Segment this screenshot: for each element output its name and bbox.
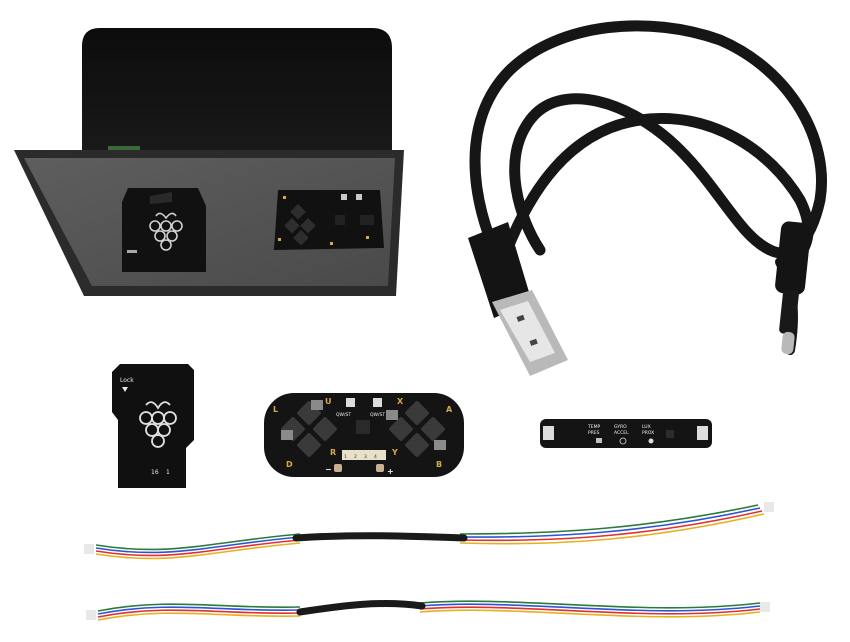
sd-class-marking: 1 bbox=[166, 469, 170, 476]
switch-number-1: 1 bbox=[344, 454, 347, 460]
sd-lock-label: Lock bbox=[120, 377, 134, 384]
letter-l: L bbox=[273, 405, 278, 414]
switch-number-4: 4 bbox=[374, 454, 377, 460]
display-unit bbox=[14, 28, 404, 296]
left-dpad bbox=[281, 400, 337, 457]
display-green-strip bbox=[108, 146, 140, 150]
sensor-connector-left bbox=[543, 426, 554, 440]
volume-down-button bbox=[334, 464, 342, 472]
gyro-icon bbox=[619, 437, 627, 445]
qwst-label-right: QW/ST bbox=[370, 412, 385, 418]
usb-c-plug bbox=[775, 221, 811, 355]
mounted-sd-card bbox=[122, 188, 206, 272]
usb-cable-loop-inner bbox=[499, 113, 814, 271]
top-cable-plug-left bbox=[84, 544, 94, 554]
letter-d: D bbox=[286, 460, 293, 469]
sensor-label-temp: TEMP bbox=[587, 424, 600, 430]
display-back-panel bbox=[82, 28, 392, 160]
sensor-label-prox: PROX bbox=[642, 430, 654, 436]
bottom-cable-plug-right bbox=[760, 602, 770, 612]
bottom-cable-sheath bbox=[296, 600, 426, 616]
usb-a-plug bbox=[468, 222, 568, 376]
right-buttons bbox=[386, 401, 446, 457]
sensor-connector-right bbox=[697, 426, 708, 440]
sensor-label-lux: LUX bbox=[642, 424, 651, 430]
controller-board: QW/ST QW/ST 1 2 3 4 − + L U D R X A B Y bbox=[264, 393, 464, 477]
sensor-label-accel: ACCEL bbox=[614, 430, 629, 436]
letter-u: U bbox=[325, 397, 332, 406]
volume-up-button bbox=[376, 464, 384, 472]
micro-sd-card: Lock 16 1 bbox=[112, 364, 194, 488]
sensor-label-gyro: GYRO bbox=[614, 424, 627, 430]
sd-raspberry-pi-logo bbox=[139, 401, 177, 448]
sd-capacity-marking: 16 bbox=[151, 469, 159, 476]
qwst-label-left: QW/ST bbox=[336, 412, 351, 418]
volume-minus-sign: − bbox=[325, 465, 332, 474]
qwst-connector-right bbox=[373, 398, 382, 407]
usb-cable-loop-outer bbox=[469, 20, 827, 268]
mounted-controller bbox=[274, 190, 384, 250]
letter-x: X bbox=[397, 397, 404, 406]
switch-number-2: 2 bbox=[354, 454, 357, 460]
top-cable-sheath bbox=[292, 532, 468, 542]
address-dip-switch bbox=[342, 450, 386, 460]
raspberry-pi-logo bbox=[149, 212, 183, 251]
switch-number-3: 3 bbox=[364, 454, 367, 460]
letter-r: R bbox=[330, 448, 336, 457]
top-cable-plug-right bbox=[764, 502, 774, 512]
qwst-connector-left bbox=[346, 398, 355, 407]
letter-y: Y bbox=[391, 448, 398, 457]
sensor-board: TEMP PRES GYRO ACCEL LUX PROX bbox=[540, 419, 712, 448]
letter-b: B bbox=[436, 460, 442, 469]
controller-chip bbox=[356, 420, 370, 434]
letter-a: A bbox=[446, 405, 453, 414]
sensor-label-pres: PRES bbox=[588, 430, 600, 436]
volume-plus-sign: + bbox=[387, 467, 394, 476]
light-sensor-icon bbox=[648, 438, 654, 444]
qwst-cable-top bbox=[84, 502, 774, 560]
qwst-cable-bottom bbox=[86, 600, 770, 621]
bottom-cable-plug-left bbox=[86, 610, 96, 620]
